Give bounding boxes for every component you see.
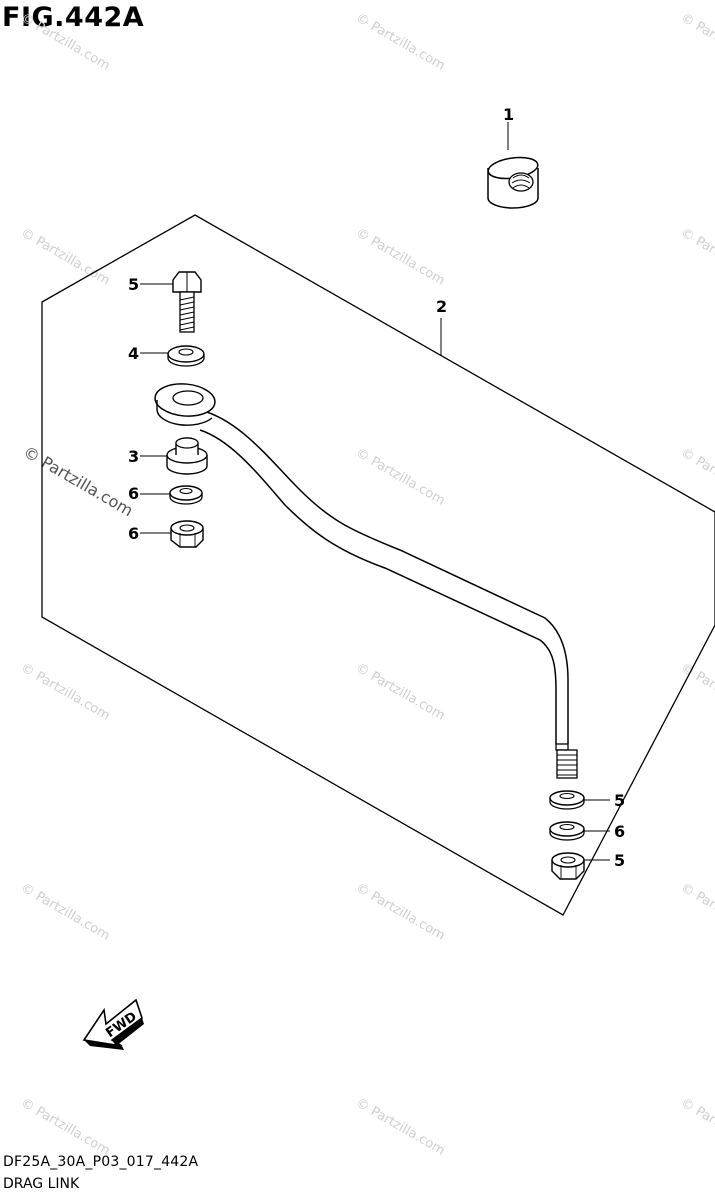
part-6-washer-right-lower [549,821,610,841]
watermark: © Partzilla.com [353,10,447,73]
callout-1: 1 [503,105,514,124]
figure-code: DF25A_30A_P03_017_442A [3,1154,199,1170]
fwd-arrow-icon: FWD [82,998,144,1050]
callout-5: 5 [614,851,625,870]
watermark: © Partzilla.com [18,225,112,288]
assembly-outline [41,214,715,916]
watermark: © Partzilla.com [353,880,447,943]
watermark: © Partzilla.com [18,10,112,73]
watermark: © Partzilla.com [678,660,715,723]
part-5-nut-right [551,852,610,880]
watermark: © Partzilla.com [353,1095,447,1158]
watermark: © Partzilla.com [353,225,447,288]
callout-4: 5 [128,275,139,294]
part-6-washer-middle [140,485,203,505]
callout-6: 4 [128,344,139,363]
watermark-prominent: © Partzilla.com [20,442,136,520]
part-6-washer-right-upper [549,790,610,810]
watermark: © Partzilla.com [678,1095,715,1158]
figure-title: FIG.442A [2,2,145,33]
part-4-bolt [140,271,202,333]
watermark: © Partzilla.com [353,660,447,723]
part-3-spacer [140,437,208,475]
part-2-drag-link [154,383,578,779]
part-5-nut-left [140,520,204,548]
callout-5: 6 [128,524,139,543]
callout-6: 5 [614,791,625,810]
part-1-collar [487,122,539,209]
watermark: © Partzilla.com [678,880,715,943]
callout-2: 2 [436,297,447,316]
watermark: © Partzilla.com [678,10,715,73]
watermark: © Partzilla.com [678,445,715,508]
part-6-washer-upper [140,345,205,367]
figure-name: DRAG LINK [3,1176,80,1192]
watermark: © Partzilla.com [18,660,112,723]
watermark: © Partzilla.com [678,225,715,288]
callout-6: 6 [128,484,139,503]
watermark: © Partzilla.com [353,445,447,508]
watermark-layer: © Partzilla.com © Partzilla.com © Partzi… [18,10,715,1158]
callout-6: 6 [614,822,625,841]
watermark: © Partzilla.com [18,880,112,943]
watermark: © Partzilla.com [18,1095,112,1158]
callout-3: 3 [128,447,139,466]
